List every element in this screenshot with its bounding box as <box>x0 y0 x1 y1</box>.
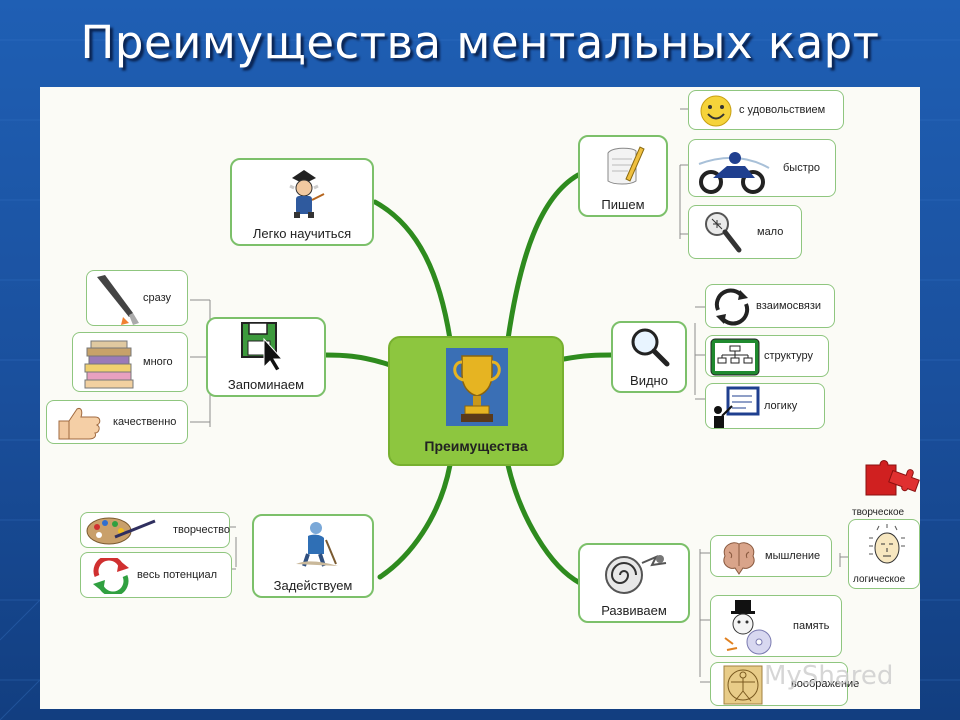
watermark: MyShared <box>764 661 894 691</box>
leaf-structure[interactable]: структуру <box>705 335 829 377</box>
thinking-head-icon <box>869 524 905 564</box>
leaf-little-label: мало <box>757 226 784 238</box>
center-node[interactable]: Преимущества <box>388 336 564 466</box>
branch-easy-label: Легко научиться <box>252 226 352 241</box>
motorcycle-icon <box>698 152 770 194</box>
branch-develop-label: Развиваем <box>601 603 667 618</box>
leaf-memory[interactable]: память <box>710 595 842 657</box>
org-chart-icon <box>710 338 760 376</box>
subleaf-logical-label: логическое <box>853 574 906 585</box>
branch-easy-to-learn[interactable]: Легко научиться <box>230 158 374 246</box>
leaf-structure-label: структуру <box>764 350 814 362</box>
branch-engage[interactable]: Задействуем <box>252 514 374 598</box>
slide-title: Преимущества ментальных карт <box>80 16 880 69</box>
pen-rocket-icon <box>97 275 139 325</box>
leaf-creativity[interactable]: творчество <box>80 512 230 548</box>
trophy-icon <box>446 348 508 426</box>
leaf-memory-label: память <box>793 620 830 632</box>
palette-icon <box>86 517 156 545</box>
brain-icon <box>723 542 755 575</box>
branch-see-label: Видно <box>630 373 668 388</box>
presenter-board-icon <box>714 386 760 428</box>
leaf-with-pleasure-label: с удовольствием <box>739 104 826 116</box>
leaf-quality-label: качественно <box>113 416 177 428</box>
branch-engage-label: Задействуем <box>273 578 353 593</box>
leaf-little[interactable]: мало <box>688 205 802 259</box>
paper-pencil-icon <box>607 146 645 185</box>
branch-connectors <box>190 108 848 683</box>
leaf-with-pleasure[interactable]: с удовольствием <box>688 90 844 130</box>
branch-remember[interactable]: Запоминаем <box>206 317 326 397</box>
leaf-creativity-label: творчество <box>173 524 230 536</box>
branch-write[interactable]: Пишем <box>578 135 668 217</box>
leaf-logic[interactable]: логику <box>705 383 825 429</box>
leaf-relations[interactable]: взаимосвязи <box>705 284 835 328</box>
leaf-a-lot-label: много <box>143 356 173 368</box>
leaf-fast[interactable]: быстро <box>688 139 836 197</box>
leaf-relations-label: взаимосвязи <box>756 300 822 312</box>
spiral-icon <box>605 555 667 594</box>
leaf-thinking-label: мышление <box>765 550 821 562</box>
worker-digging-icon <box>296 522 338 567</box>
leaf-a-lot[interactable]: много <box>72 332 188 392</box>
subleaf-creative[interactable]: творческое <box>848 457 920 519</box>
subleaf-creative-label: творческое <box>852 507 905 518</box>
smiley-icon <box>700 95 732 127</box>
leaf-imagination-label: воображение <box>791 678 860 690</box>
magician-cd-icon <box>724 600 772 655</box>
vitruvian-man-icon <box>723 665 763 705</box>
books-stack-icon <box>84 340 134 389</box>
puzzle-icon <box>865 460 920 496</box>
branch-see[interactable]: Видно <box>611 321 687 393</box>
thumbs-up-icon <box>58 408 101 440</box>
branch-write-label: Пишем <box>601 197 645 212</box>
magnifier-bug-icon <box>705 212 742 253</box>
recycle-arrows-icon <box>93 558 129 594</box>
leaf-logic-label: логику <box>764 400 798 412</box>
leaf-full-potential[interactable]: весь потенциал <box>80 552 232 598</box>
leaf-full-potential-label: весь потенциал <box>137 569 218 581</box>
leaf-at-once-label: сразу <box>143 292 172 304</box>
leaf-imagination[interactable]: воображение <box>710 662 859 706</box>
branch-develop[interactable]: Развиваем <box>578 543 690 623</box>
cycle-arrows-icon <box>714 288 750 326</box>
branch-remember-label: Запоминаем <box>227 377 305 392</box>
mind-map-canvas: Преимущества Легко научиться Пишем с удо <box>40 87 920 709</box>
leaf-fast-label: быстро <box>783 162 820 174</box>
subleaf-logical[interactable]: логическое <box>848 519 920 589</box>
leaf-quality[interactable]: качественно <box>46 400 188 444</box>
leaf-thinking[interactable]: мышление <box>710 535 832 577</box>
professor-icon <box>289 170 325 218</box>
leaf-at-once[interactable]: сразу <box>86 270 188 326</box>
floppy-disk-icon <box>241 322 284 372</box>
center-label: Преимущества <box>424 438 528 454</box>
magnifier-icon <box>631 328 670 367</box>
